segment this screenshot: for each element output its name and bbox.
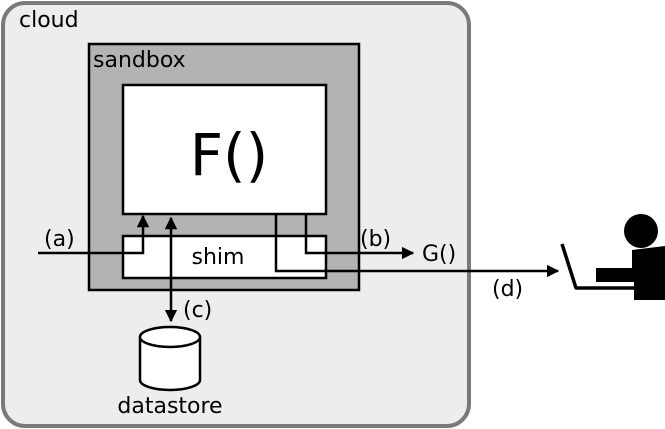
- datastore-icon: [138, 325, 202, 392]
- edge-a-arrow: [38, 214, 150, 255]
- datastore-label: datastore: [117, 394, 222, 419]
- edge-d-arrow: [274, 214, 560, 278]
- function-label: F(): [190, 121, 269, 189]
- function-box: [121, 83, 328, 216]
- laptop-icon: [560, 243, 634, 290]
- edge-b-arrow: [304, 214, 415, 260]
- edge-d-label: (d): [492, 277, 523, 302]
- shim-label: shim: [192, 245, 245, 270]
- edge-a-label: (a): [44, 227, 75, 252]
- cloud-label: cloud: [19, 8, 79, 33]
- external-function-label: G(): [422, 242, 456, 267]
- user-icon: [596, 214, 665, 300]
- edge-b-label: (b): [360, 227, 391, 252]
- edge-c-label: (c): [183, 298, 212, 323]
- sandbox-label: sandbox: [93, 48, 186, 73]
